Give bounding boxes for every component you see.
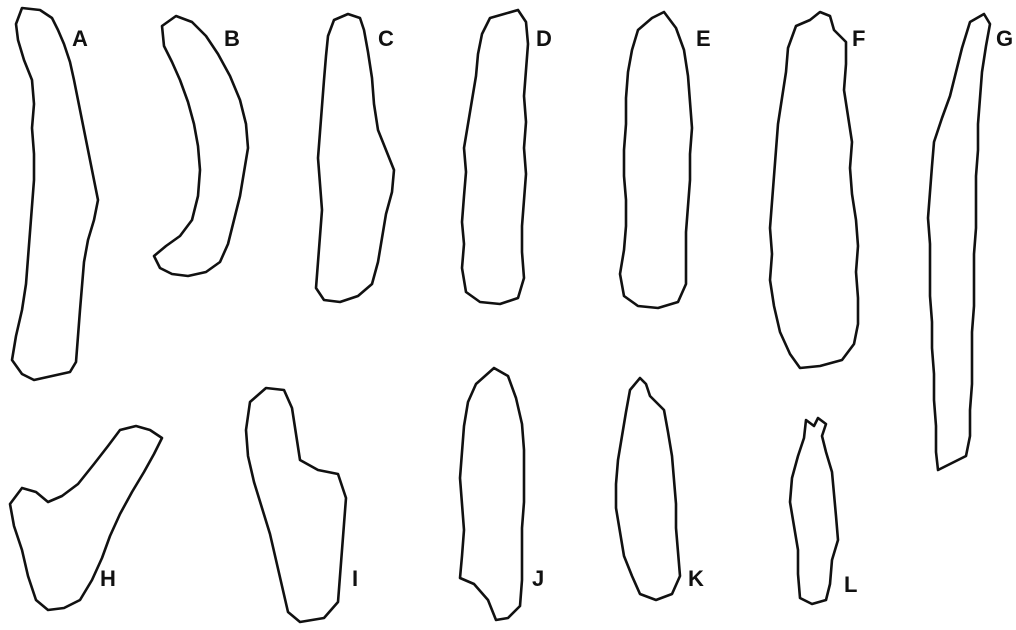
shape-l-outline <box>790 418 838 604</box>
shape-c-outline <box>316 14 394 302</box>
shape-k-label: K <box>688 566 704 591</box>
shape-a-label: A <box>72 26 88 51</box>
shape-g-outline <box>928 14 990 470</box>
shape-h-outline <box>10 426 162 610</box>
shape-group-c: C <box>316 14 394 302</box>
shape-b-label: B <box>224 26 240 51</box>
shape-group-a: A <box>12 8 98 380</box>
shape-j-outline <box>460 368 524 620</box>
shape-k-outline <box>616 378 680 600</box>
shape-e-label: E <box>696 26 711 51</box>
shape-group-l: L <box>790 418 857 604</box>
shape-j-label: J <box>532 566 544 591</box>
shape-group-k: K <box>616 378 704 600</box>
shape-l-label: L <box>844 572 857 597</box>
shape-f-outline <box>770 12 858 368</box>
shape-group-i: I <box>246 388 358 622</box>
shape-a-outline <box>12 8 98 380</box>
shape-h-label: H <box>100 566 116 591</box>
shape-g-label: G <box>996 26 1013 51</box>
shape-d-label: D <box>536 26 552 51</box>
shape-c-label: C <box>378 26 394 51</box>
shape-e-outline <box>620 12 692 308</box>
shape-b-outline <box>154 16 248 276</box>
shape-group-g: G <box>928 14 1013 470</box>
shape-group-f: F <box>770 12 865 368</box>
shape-group-j: J <box>460 368 544 620</box>
shape-group-d: D <box>462 10 552 304</box>
shape-f-label: F <box>852 26 865 51</box>
shape-group-h: H <box>10 426 162 610</box>
shape-i-label: I <box>352 566 358 591</box>
shape-group-e: E <box>620 12 711 308</box>
shape-i-outline <box>246 388 346 622</box>
shape-d-outline <box>462 10 528 304</box>
shape-group-b: B <box>154 16 248 276</box>
